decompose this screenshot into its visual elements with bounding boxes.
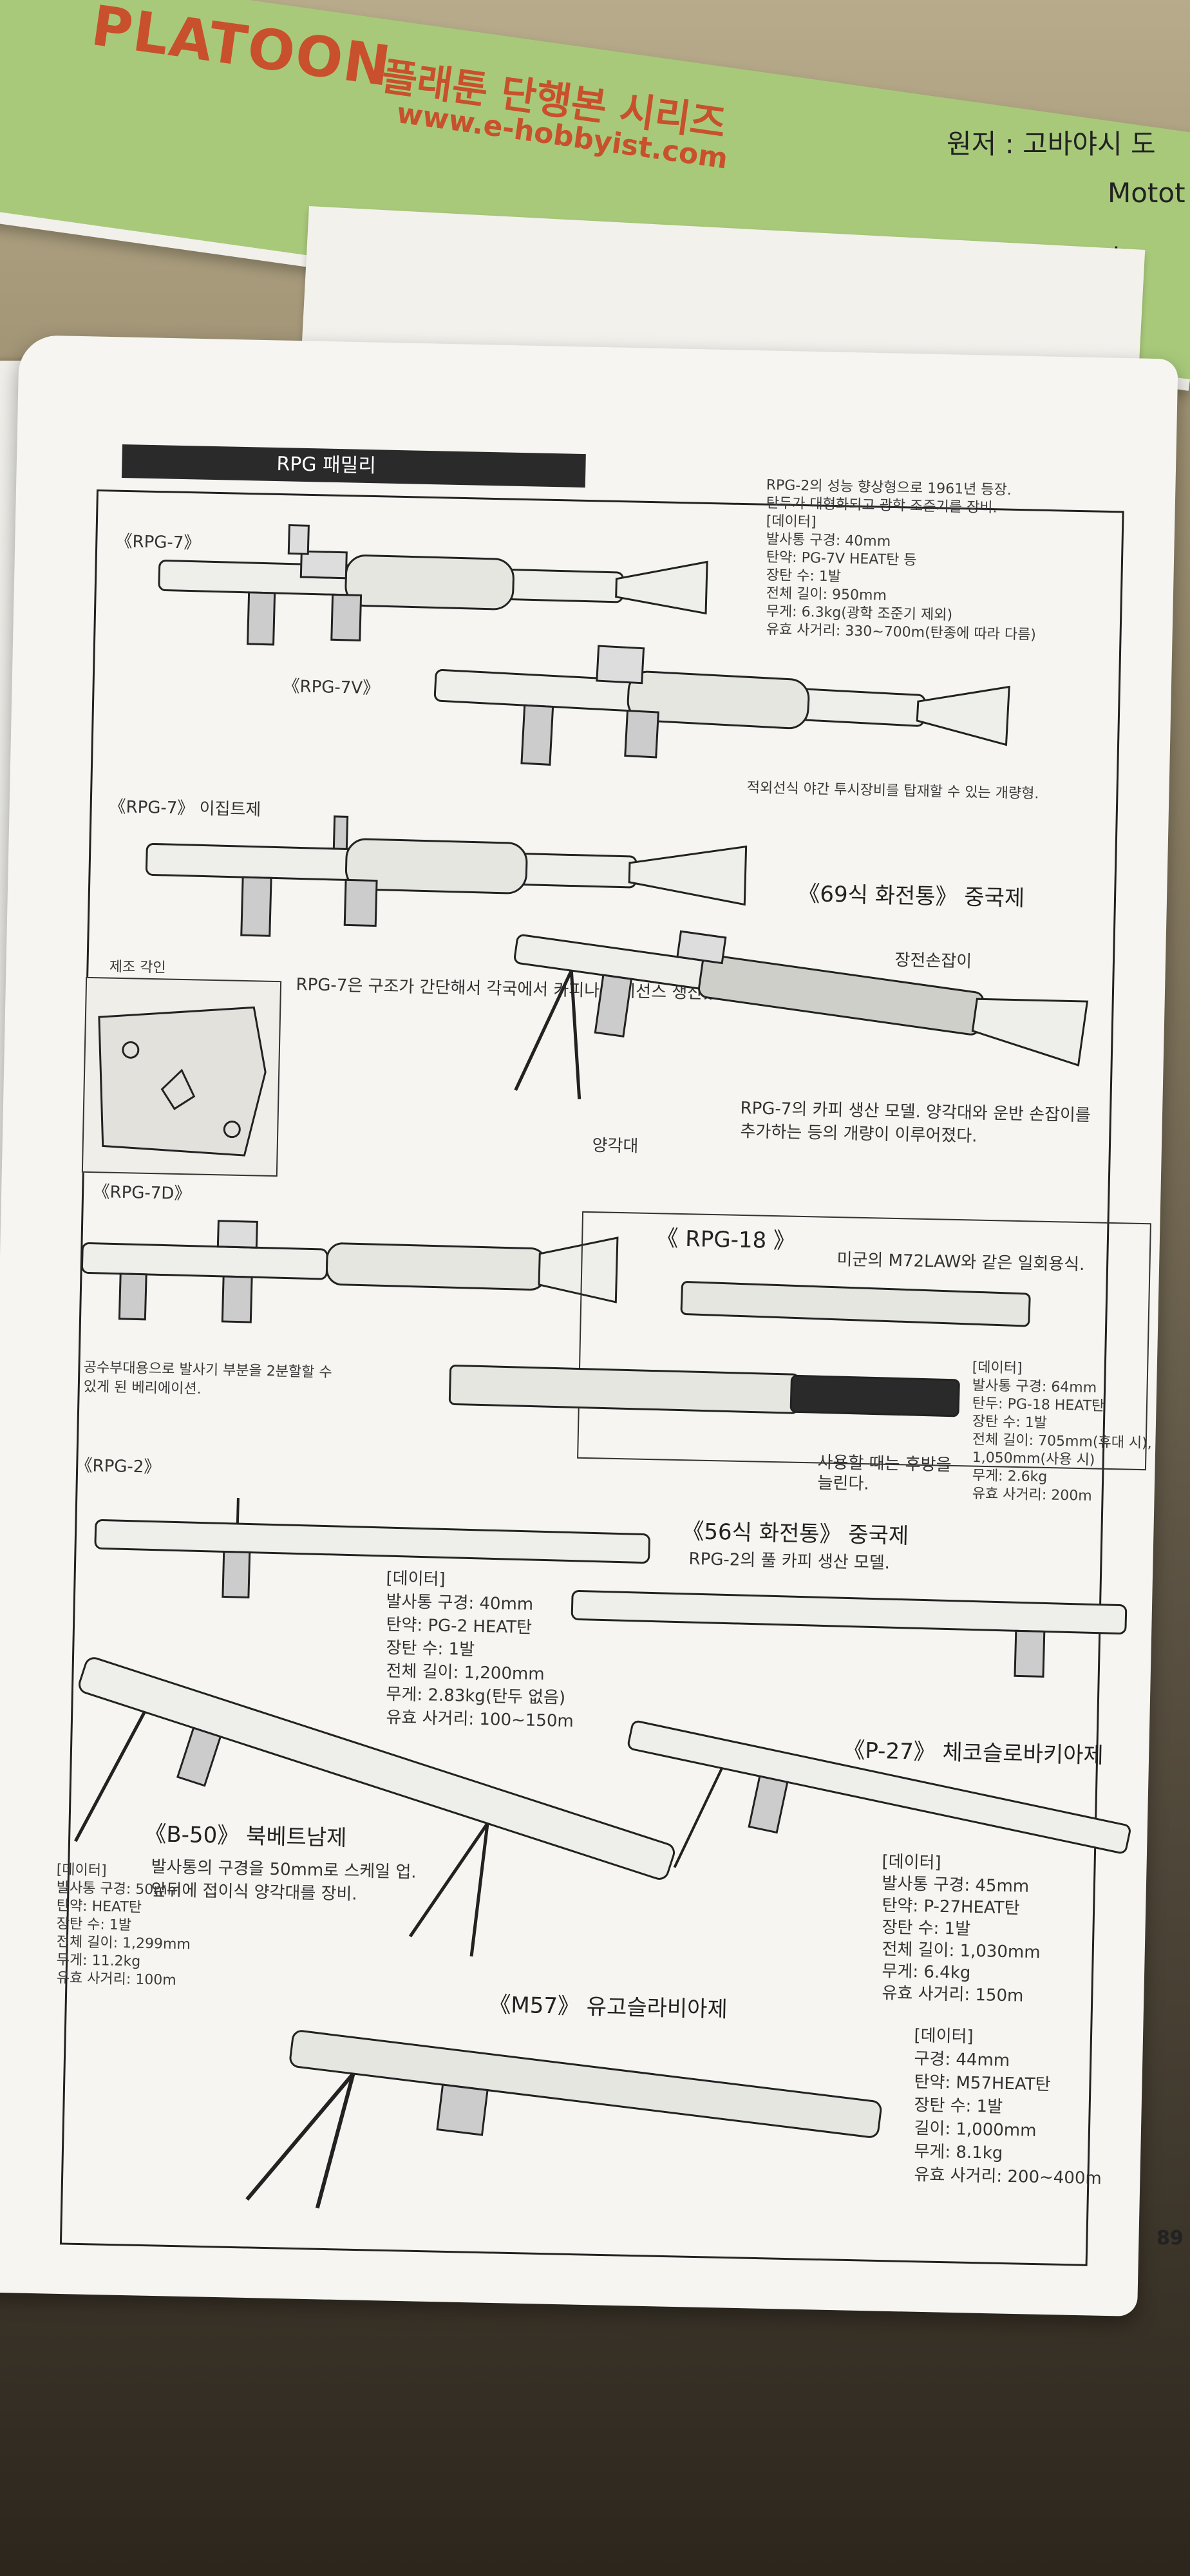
rpg2-data-caliber: 발사통 구경: 40mm: [386, 1591, 534, 1615]
rpg18-data-weight: 무게: 2.6kg: [972, 1467, 1048, 1486]
rpg2-data-title: [데이터]: [386, 1568, 446, 1589]
rpg18-data-length-use: 1,050mm(사용 시): [972, 1449, 1095, 1468]
type56-illustration: [571, 1590, 1128, 1678]
rpg18-collapsed-illustration: [680, 1281, 1031, 1327]
rpg2-illustration: [94, 1497, 650, 1599]
type69-callout-bipod: 양각대: [592, 1135, 639, 1157]
credit-author: 원저 : 고바야시 도: [947, 128, 1156, 160]
rpg18-data-capacity: 장탄 수: 1발: [972, 1413, 1048, 1432]
page-number: 89: [1157, 2227, 1184, 2249]
section-heading-text: RPG 패밀리: [276, 453, 377, 478]
b50-illustration: [73, 1657, 675, 1957]
rpg7d-label: 《RPG-7D》: [93, 1182, 191, 1204]
m57-data-ammo: 탄약: M57HEAT탄: [914, 2072, 1051, 2095]
credit-author-2: Motot: [1108, 177, 1185, 209]
rpg18-extended-illustration: [448, 1364, 960, 1417]
p27-illustration: [627, 1720, 1131, 1868]
rpg18-data-warhead: 탄두: PG-18 HEAT탄: [972, 1395, 1105, 1415]
m57-data-range: 유효 사거리: 200~400m: [914, 2164, 1102, 2189]
m57-data-caliber: 구경: 44mm: [914, 2049, 1010, 2071]
b50-data-capacity: 장탄 수: 1발: [56, 1915, 132, 1934]
b50-label: 《B-50》 북베트남제: [144, 1821, 347, 1852]
rpg7-data-length: 전체 길이: 950mm: [766, 585, 887, 604]
rpg7-egypt-inset-label: 제조 각인: [109, 958, 166, 976]
m57-data-length: 길이: 1,000mm: [914, 2118, 1037, 2141]
rpg18-extend-note-2: 늘린다.: [817, 1473, 869, 1494]
rpg7-illustration: [158, 524, 708, 646]
b50-data-title: [데이터]: [56, 1861, 107, 1879]
type69-illustration: [514, 930, 1089, 1099]
rpg7-data-title: [데이터]: [766, 513, 817, 531]
rpg18-data-caliber: 발사통 구경: 64mm: [972, 1377, 1097, 1397]
p27-label: 《P-27》 체코슬로바키아제: [842, 1737, 1104, 1769]
stamp-drawing: [98, 1006, 267, 1157]
rpg18-data-title: [데이터]: [972, 1359, 1023, 1377]
m57-illustration: [245, 2030, 882, 2209]
rpg7-data-capacity: 장탄 수: 1발: [766, 567, 842, 585]
rpg7-data-caliber: 발사통 구경: 40mm: [766, 531, 891, 551]
type56-desc: RPG-2의 풀 카피 생산 모델.: [688, 1549, 891, 1573]
rpg2-label: 《RPG-2》: [75, 1455, 161, 1477]
rpg7-egypt-illustration: [145, 815, 748, 937]
rpg7d-illustration: [80, 1220, 619, 1323]
type69-note-2: 추가하는 등의 개량이 이루어졌다.: [740, 1121, 978, 1146]
b50-data-weight: 무게: 11.2kg: [56, 1951, 141, 1970]
type69-label: 《69식 화전통》 중국제: [797, 880, 1025, 912]
b50-data-length: 전체 길이: 1,299mm: [56, 1933, 191, 1953]
rpg7v-label: 《RPG-7V》: [283, 676, 380, 699]
type69-callout-grip: 장전손잡이: [894, 950, 972, 972]
m57-data-capacity: 장탄 수: 1발: [914, 2095, 1003, 2117]
m57-data-weight: 무게: 8.1kg: [914, 2141, 1003, 2163]
rpg18-data-range: 유효 사거리: 200m: [972, 1485, 1092, 1504]
p27-data-range: 유효 사거리: 150m: [882, 1983, 1024, 2006]
p27-data-title: [데이터]: [882, 1852, 941, 1873]
b50-data-range: 유효 사거리: 100m: [56, 1969, 176, 1989]
b50-desc-2: 앞뒤에 접이식 양각대를 장비.: [151, 1880, 357, 1904]
type56-label: 《56식 화전통》 중국제: [681, 1518, 909, 1549]
rpg7d-note-2: 있게 된 베리에이션.: [83, 1378, 202, 1397]
rpg7v-illustration: [433, 645, 1010, 766]
b50-data-ammo: 탄약: HEAT탄: [56, 1897, 142, 1916]
manufacturer-stamp-inset: [81, 976, 282, 1177]
m57-data-title: [데이터]: [914, 2025, 974, 2047]
b50-data-caliber: 발사통 구경: 50mm: [56, 1879, 182, 1899]
rpg18-label: 《 RPG-18 》: [656, 1225, 796, 1255]
